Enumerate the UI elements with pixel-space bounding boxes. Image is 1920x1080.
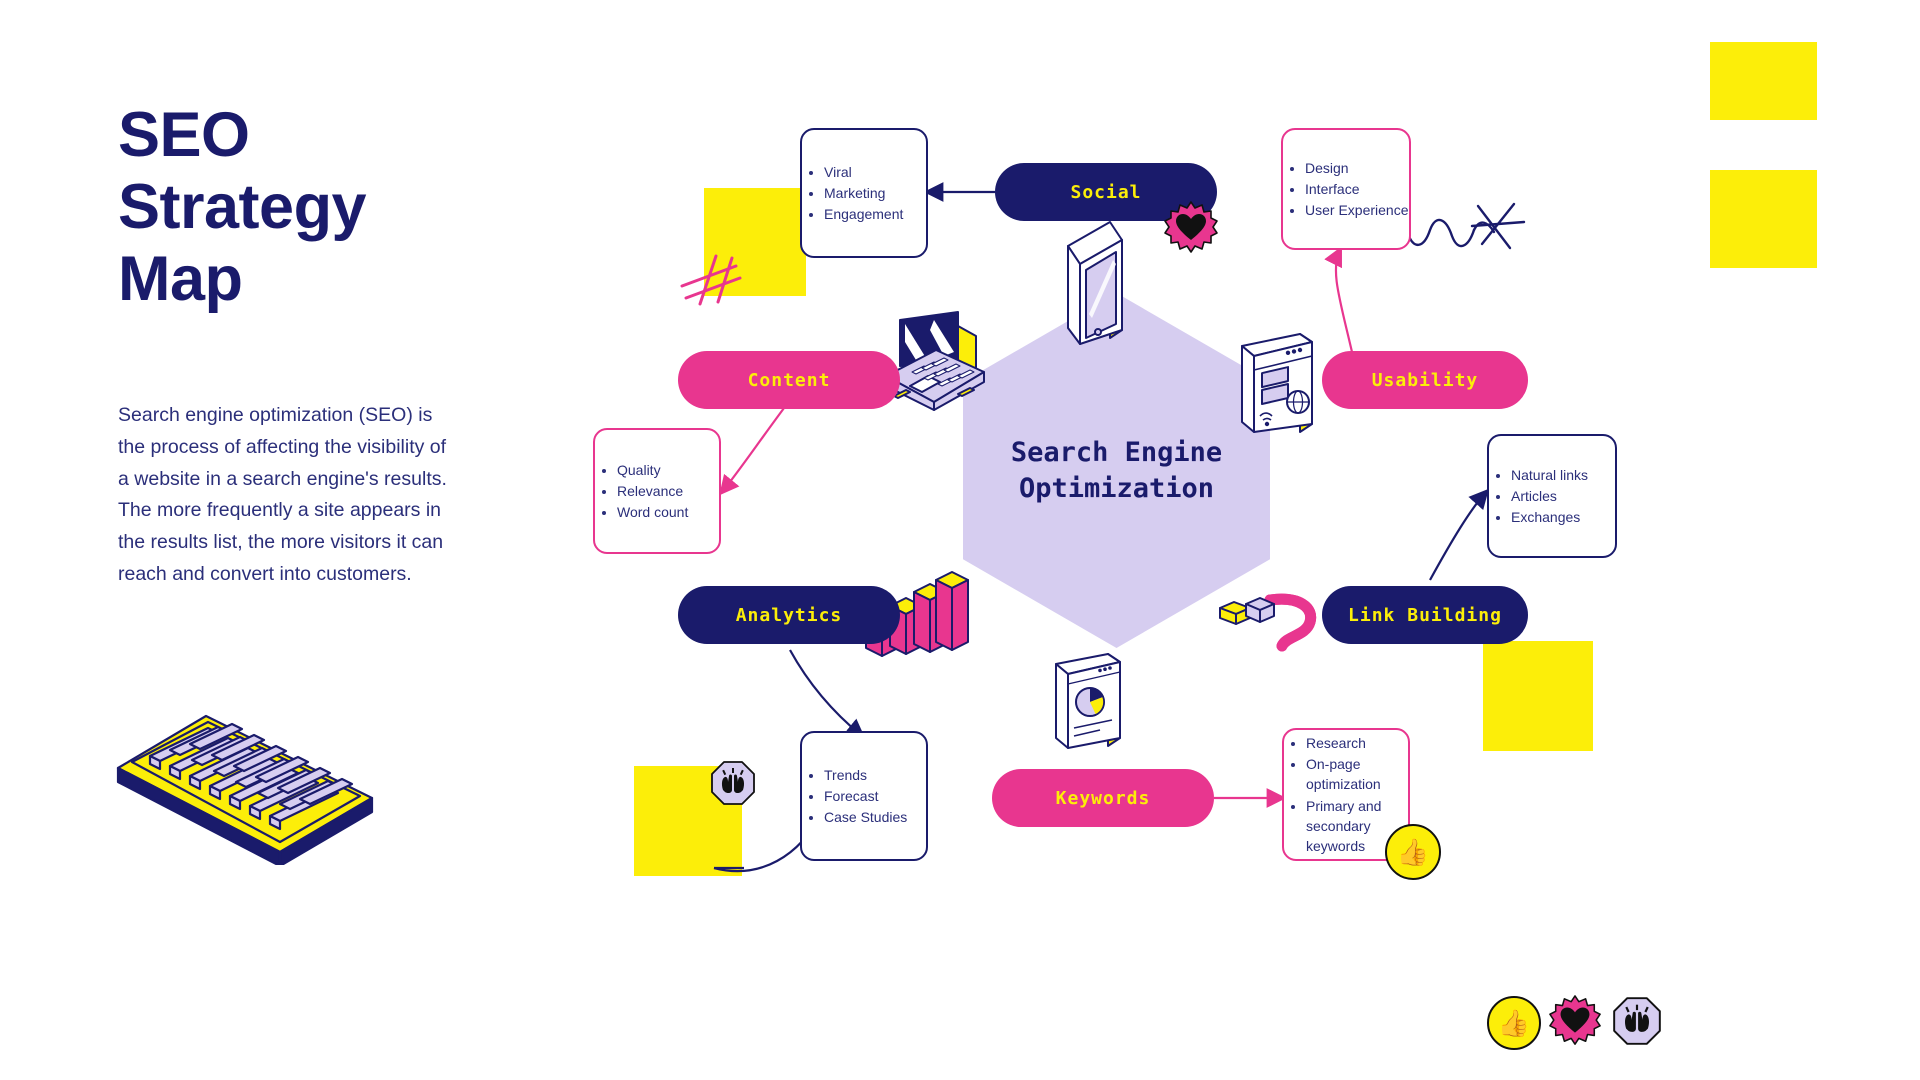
browser-window-illustration [1232, 328, 1328, 438]
decor-square-4 [1483, 641, 1593, 751]
callout-item: Exchanges [1511, 507, 1588, 527]
callout-link-building: Natural links Articles Exchanges [1487, 434, 1617, 558]
callout-item: Natural links [1511, 465, 1588, 485]
callout-item: User Experience [1305, 200, 1409, 220]
usb-cable-illustration [1218, 578, 1336, 668]
node-label-keywords: Keywords [1055, 787, 1151, 809]
node-pill-usability[interactable]: Usability [1322, 351, 1528, 409]
callout-item: Word count [617, 502, 688, 522]
callout-item: Relevance [617, 481, 688, 501]
callout-item: Forecast [824, 786, 907, 806]
page-title: SEO Strategy Map [118, 100, 367, 314]
badge-hands-analytics [710, 760, 756, 806]
callout-item: Quality [617, 460, 688, 480]
decor-square-2 [1710, 170, 1817, 268]
badge-thumbs-up-footer: 👍 [1487, 996, 1541, 1050]
decor-square-1 [1710, 42, 1817, 120]
callout-item: Research [1306, 733, 1408, 753]
center-label: Search Engine Optimization [1010, 437, 1223, 505]
hash-marks-doodle [676, 250, 746, 310]
node-pill-content[interactable]: Content [678, 351, 900, 409]
tablet-illustration [1058, 218, 1136, 350]
callout-item: Viral [824, 162, 903, 182]
node-label-social: Social [1070, 181, 1142, 203]
badge-heart-footer [1548, 994, 1602, 1048]
callout-item: Trends [824, 765, 907, 785]
callout-analytics: Trends Forecast Case Studies [800, 731, 928, 861]
node-label-content: Content [747, 369, 831, 391]
squiggle-arrow-doodle [1378, 200, 1538, 272]
badge-thumbs-up-keywords: 👍 [1385, 824, 1441, 880]
node-label-analytics: Analytics [735, 604, 843, 626]
callout-item: Primary and secondary keywords [1306, 796, 1408, 856]
node-label-link-building: Link Building [1348, 604, 1502, 626]
callout-content: Quality Relevance Word count [593, 428, 721, 554]
callout-item: Marketing [824, 183, 903, 203]
keyboard-illustration [110, 690, 380, 868]
callout-item: Engagement [824, 204, 903, 224]
node-pill-link-building[interactable]: Link Building [1322, 586, 1528, 644]
callout-item: Design [1305, 158, 1409, 178]
callout-item: Case Studies [824, 807, 907, 827]
node-pill-keywords[interactable]: Keywords [992, 769, 1214, 827]
node-label-usability: Usability [1371, 369, 1479, 391]
decor-square-3 [704, 188, 806, 296]
callout-social: Viral Marketing Engagement [800, 128, 928, 258]
badge-heart-social [1163, 200, 1219, 256]
callout-item: On-page optimization [1306, 754, 1408, 794]
laptop-illustration [872, 310, 992, 420]
intro-paragraph: Search engine optimization (SEO) is the … [118, 404, 447, 585]
thumbs-up-icon: 👍 [1497, 1008, 1531, 1038]
badge-hands-footer [1612, 996, 1662, 1046]
dashboard-illustration [1050, 650, 1130, 760]
callout-item: Articles [1511, 486, 1588, 506]
callout-item: Interface [1305, 179, 1409, 199]
thumbs-up-icon: 👍 [1396, 837, 1430, 867]
node-pill-analytics[interactable]: Analytics [678, 586, 900, 644]
callout-usability: Design Interface User Experience [1281, 128, 1411, 250]
